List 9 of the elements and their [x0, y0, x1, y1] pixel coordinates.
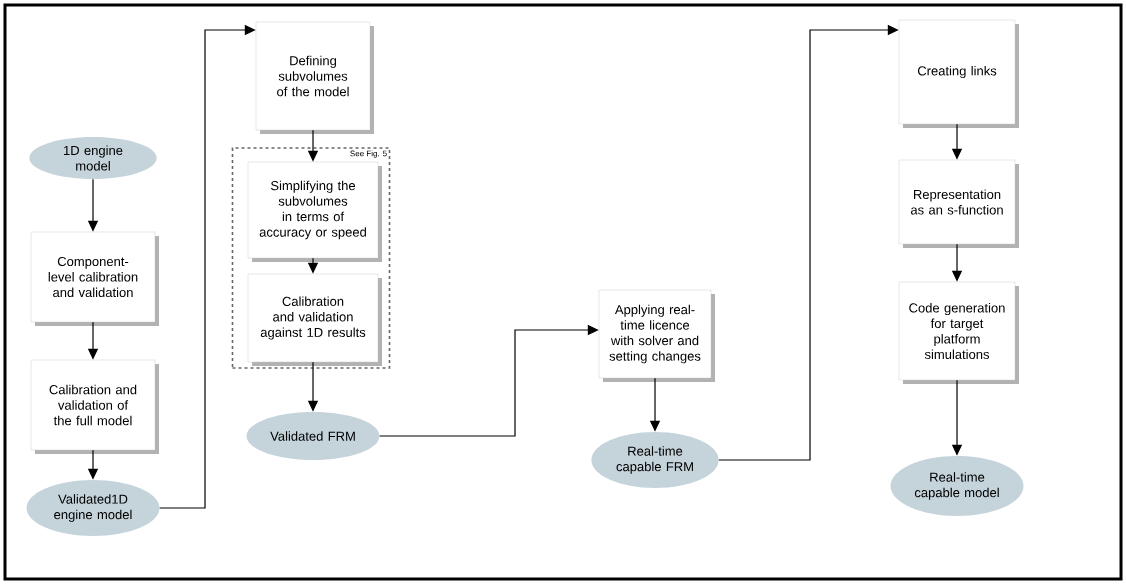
process-box: Simplifying the subvolumes in terms of accuracy or speed [247, 161, 382, 262]
process-box: Defining subvolumes of the model [255, 21, 374, 134]
process-box: Component-level calibration and validation [30, 231, 159, 326]
process-box: Representation as an s-function [898, 159, 1019, 248]
process-box: Calibration and validation against 1D results [247, 273, 382, 366]
process-box: Applying real-time licence with solver and setting changes [598, 289, 715, 382]
process-box: Calibration and validation of the full model [30, 359, 159, 454]
process-box: Code generation for target platform simulations [898, 281, 1019, 384]
process-box: Creating links [898, 19, 1019, 128]
